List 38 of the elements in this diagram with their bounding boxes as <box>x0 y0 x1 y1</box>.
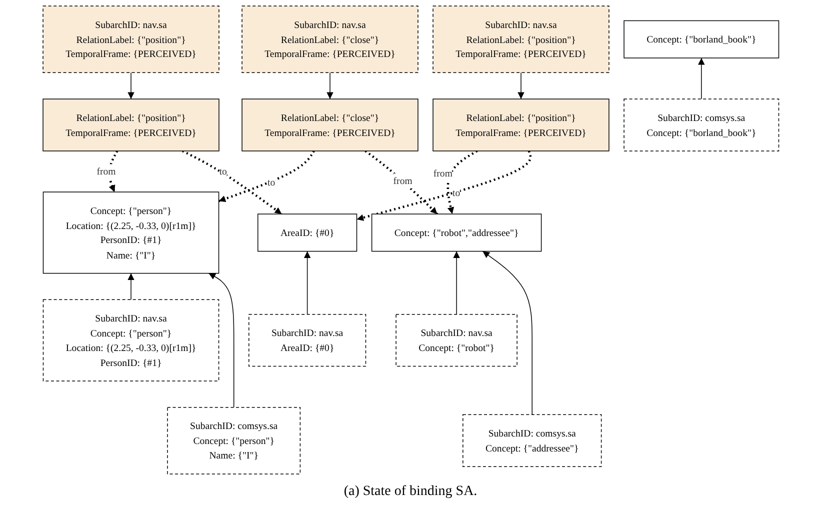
node-box: SubarchID: nav.sa RelationLabel: {"position"} TemporalFrame: {PERCEIVED} <box>42 6 219 74</box>
arrow <box>517 72 524 100</box>
arrow <box>127 72 134 100</box>
arrow <box>208 272 234 408</box>
node-box: RelationLabel: {"position"} TemporalFrame: {PERCEIVED} <box>432 98 609 152</box>
edge-label: to <box>452 186 460 198</box>
edge-label: from <box>96 166 116 177</box>
edge-label: from <box>392 174 412 186</box>
node-box: SubarchID: comsys.sa Concept: {"borland_book"} <box>623 98 779 152</box>
edge-label: to <box>267 176 275 188</box>
arrow <box>218 150 314 202</box>
node-box: SubarchID: comsys.sa Concept: {"addressee"} <box>462 414 602 467</box>
node-box: AreaID: {#0} <box>257 214 357 252</box>
arrow <box>482 250 532 416</box>
edge-label: to <box>218 166 227 177</box>
caption: (a) State of binding SA. <box>344 484 478 500</box>
node-box: SubarchID: nav.sa Concept: {"robot"} <box>395 314 518 367</box>
arrow <box>304 250 310 315</box>
node-box: SubarchID: nav.sa AreaID: {#0} <box>248 314 366 367</box>
node-box: Concept: {"borland_book"} <box>623 20 779 58</box>
arrow <box>127 272 134 300</box>
node-box: SubarchID: nav.sa RelationLabel: {"close"} TemporalFrame: {PERCEIVED} <box>241 6 418 74</box>
arrow <box>108 150 118 192</box>
node-box: RelationLabel: {"position"} TemporalFrame: {PERCEIVED} <box>42 98 219 152</box>
arrow <box>326 72 333 100</box>
node-box: Concept: {"robot","addressee"} <box>371 214 542 252</box>
node-box: Concept: {"person"} Location: {(2.25, -0.33, 0)[r1m]} PersonID: {#1} Name: {"I"} <box>42 192 219 274</box>
arrow <box>364 150 438 215</box>
node-box: SubarchID: nav.sa Concept: {"person"} Location: {(2.25, -0.33, 0)[r1m]} PersonID: {#1} <box>42 299 219 382</box>
arrow <box>356 150 532 221</box>
node-box: SubarchID: comsys.sa Concept: {"person"} Name: {"I"} <box>166 406 300 474</box>
arrow <box>452 250 460 315</box>
node-box: SubarchID: nav.sa RelationLabel: {"position"} TemporalFrame: {PERCEIVED} <box>432 6 609 74</box>
arrow <box>182 150 282 215</box>
arrow <box>698 58 704 100</box>
node-box: RelationLabel: {"close"} TemporalFrame: {PERCEIVED} <box>241 98 418 152</box>
arrow <box>446 150 478 214</box>
edge-label: from <box>433 167 452 179</box>
